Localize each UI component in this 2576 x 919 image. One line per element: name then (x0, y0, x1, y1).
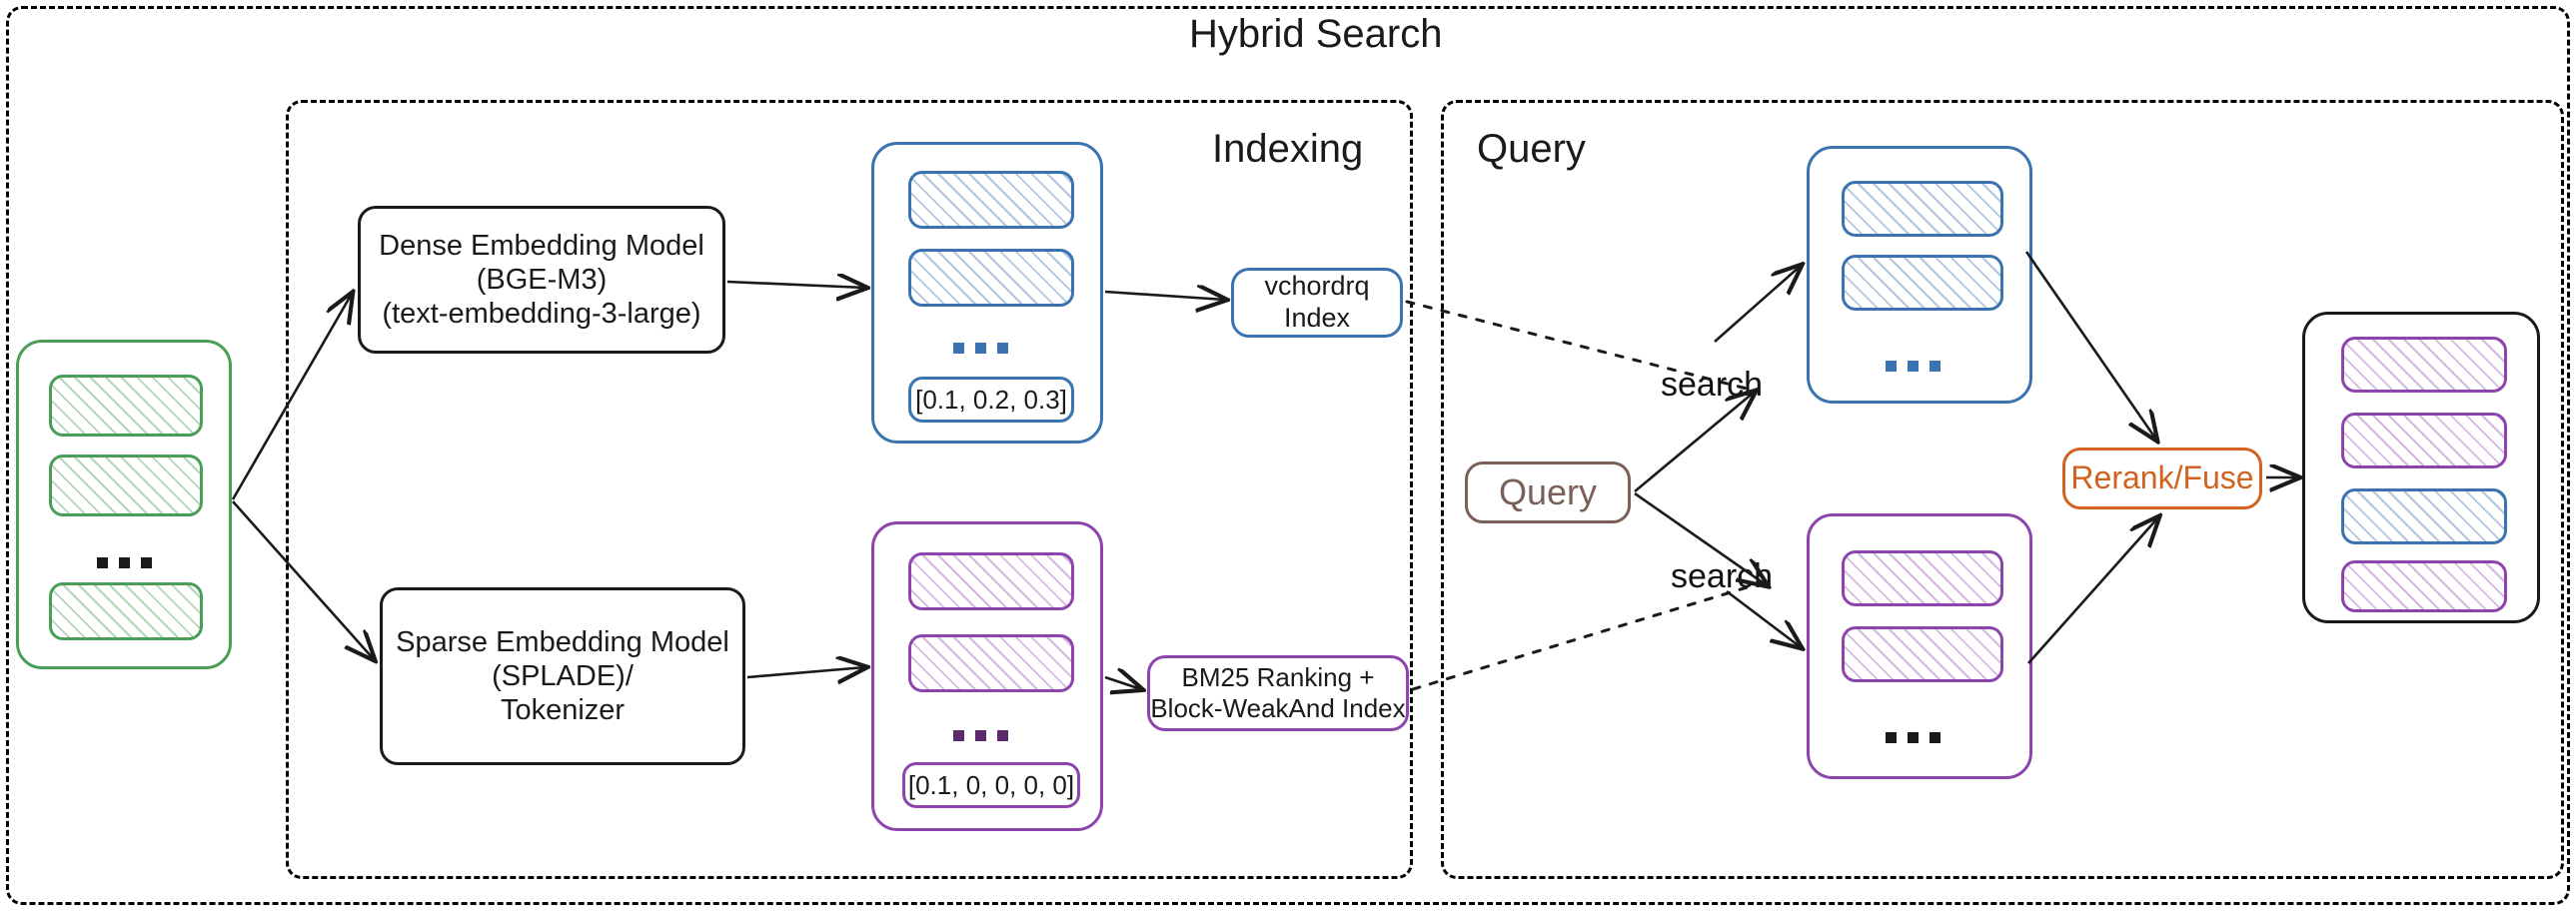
hybrid-search-panel (6, 6, 2570, 905)
sparse-vectors-ellipsis (953, 730, 1008, 741)
query-dense-result-item (1842, 181, 2003, 237)
dense-vector-item (908, 249, 1074, 307)
query-dense-results-ellipsis (1886, 361, 1940, 372)
query-panel-title: Query (1477, 127, 1586, 171)
rerank-fuse-node[interactable]: Rerank/Fuse (2062, 448, 2262, 509)
sparse-vector-item (908, 552, 1074, 610)
hybrid-search-title: Hybrid Search (1189, 12, 1443, 56)
dense-vector-item (908, 171, 1074, 229)
query-node-label: Query (1498, 470, 1598, 512)
sparse-model-line-2: (SPLADE)/ (492, 659, 634, 692)
sparse-vector-value: [0.1, 0, 0, 0, 0] (902, 762, 1080, 808)
final-result-item (2341, 560, 2507, 612)
final-result-item (2341, 337, 2507, 393)
query-dense-result-item (1842, 255, 2003, 311)
query-sparse-results-stack (1807, 513, 2032, 779)
source-document-item (49, 455, 203, 516)
indexing-panel-title: Indexing (1212, 127, 1364, 171)
dense-vectors-stack: [0.1, 0.2, 0.3] (871, 142, 1103, 444)
search-sparse-label: search (1671, 557, 1774, 595)
dense-vector-value: [0.1, 0.2, 0.3] (908, 377, 1074, 423)
dense-vectors-ellipsis (953, 343, 1008, 354)
dense-model-line-1: Dense Embedding Model (379, 229, 704, 262)
final-result-item (2341, 488, 2507, 544)
query-sparse-results-ellipsis (1886, 732, 1940, 743)
source-document-item (49, 375, 203, 437)
sparse-vectors-stack: [0.1, 0, 0, 0, 0] (871, 521, 1103, 831)
search-dense-label: search (1661, 366, 1764, 404)
source-documents-stack (16, 340, 232, 669)
sparse-embedding-model-node[interactable]: Sparse Embedding Model (SPLADE)/ Tokeniz… (380, 587, 745, 765)
source-document-item (49, 582, 203, 640)
bm25-index-line-2: Block-WeakAnd Index (1150, 693, 1406, 723)
dense-embedding-model-node[interactable]: Dense Embedding Model (BGE-M3) (text-emb… (358, 206, 725, 354)
vchordrq-index-line-1: vchordrq (1264, 271, 1370, 302)
sparse-model-line-1: Sparse Embedding Model (396, 625, 729, 658)
sparse-model-line-3: Tokenizer (500, 694, 626, 727)
query-sparse-result-item (1842, 626, 2003, 682)
query-node[interactable]: Query (1465, 461, 1631, 523)
vchordrq-index-line-2: Index (1283, 303, 1351, 333)
final-result-item (2341, 413, 2507, 468)
query-dense-results-stack (1807, 146, 2032, 404)
rerank-fuse-label: Rerank/Fuse (2070, 460, 2254, 496)
source-documents-ellipsis (97, 557, 152, 568)
query-panel (1441, 100, 2564, 879)
query-sparse-result-item (1842, 550, 2003, 606)
final-results-stack (2302, 312, 2540, 623)
vchordrq-index-node[interactable]: vchordrq Index (1231, 268, 1403, 338)
dense-model-line-3: (text-embedding-3-large) (382, 298, 701, 331)
sparse-vector-item (908, 634, 1074, 692)
dense-model-line-2: (BGE-M3) (476, 263, 608, 296)
bm25-index-line-1: BM25 Ranking + (1181, 662, 1375, 693)
bm25-index-node[interactable]: BM25 Ranking + Block-WeakAnd Index (1147, 655, 1409, 731)
